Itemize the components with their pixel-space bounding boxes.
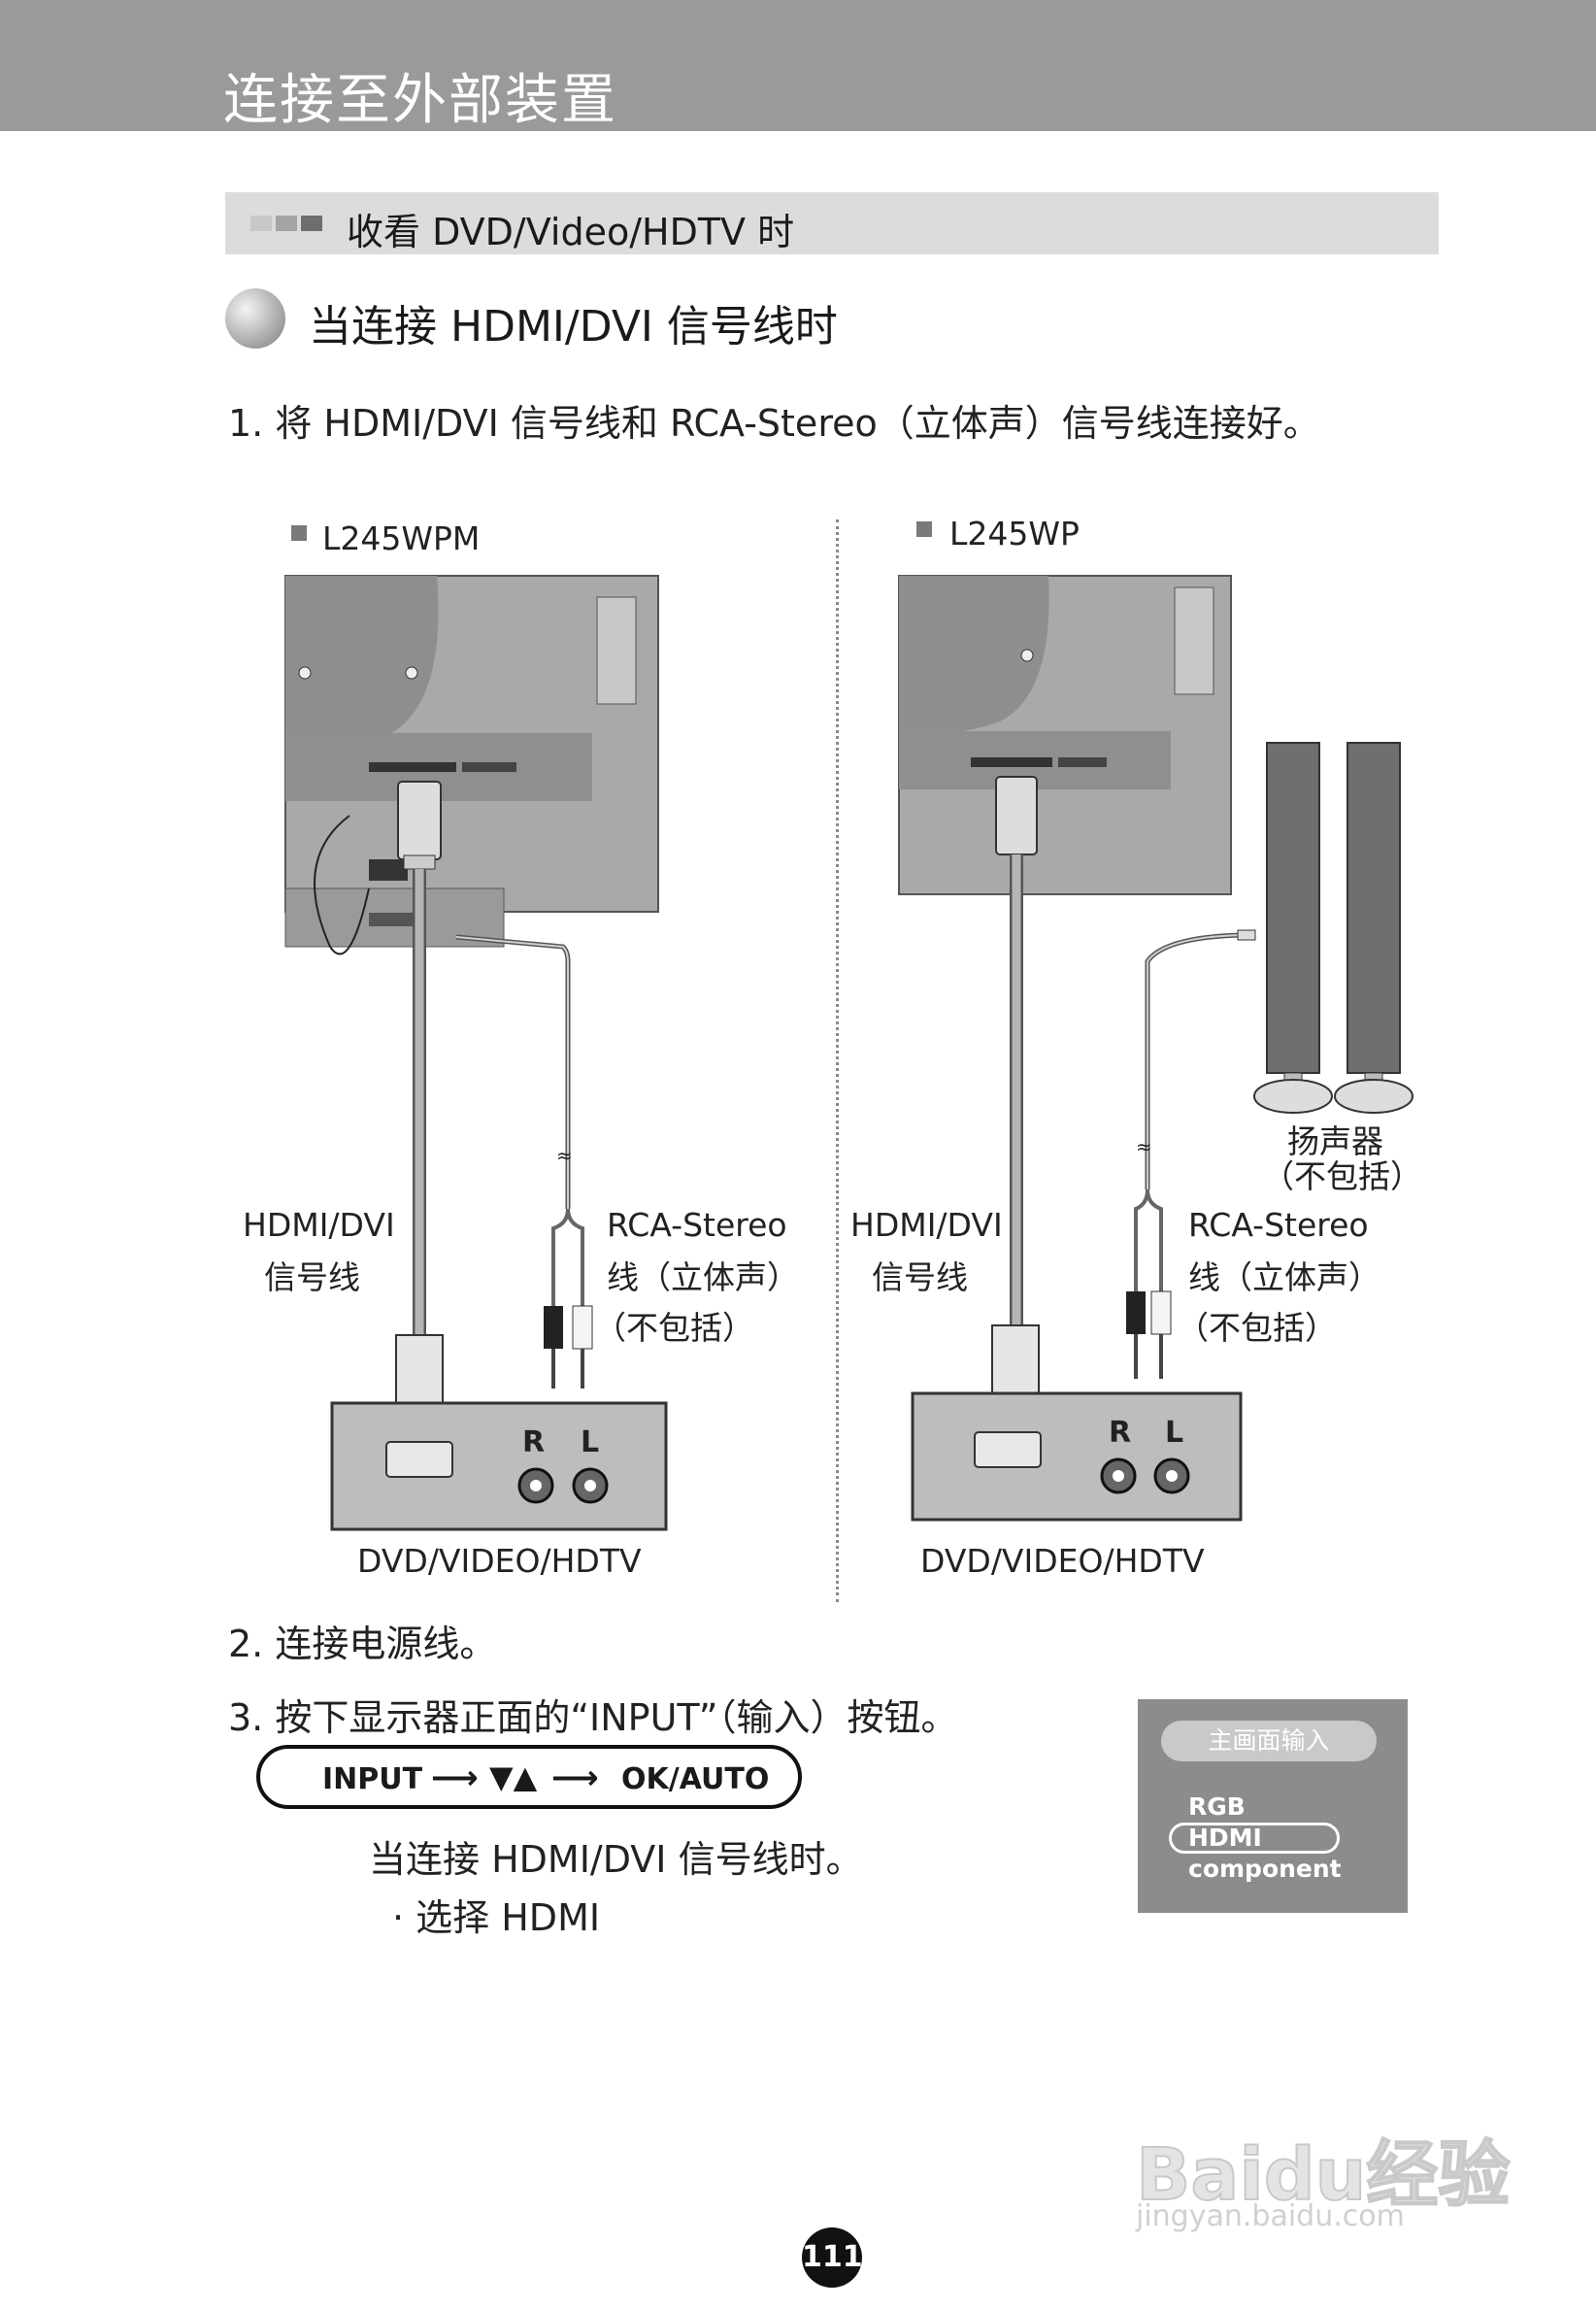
bar-square-icon bbox=[250, 216, 272, 231]
osd-menu-item-component[interactable]: component bbox=[1188, 1855, 1342, 1883]
bar-square-icon bbox=[276, 216, 297, 231]
arrow-right-icon: ⟶ bbox=[551, 1758, 599, 1797]
step-3: 3. 按下显示器正面的“INPUT”（输入）按钮。 bbox=[228, 1696, 958, 1739]
right-jack-r-label: R bbox=[1109, 1416, 1132, 1450]
right-rca-label: RCA-Stereo bbox=[1188, 1206, 1369, 1244]
page-number: 111 bbox=[802, 2227, 863, 2288]
svg-text:≈: ≈ bbox=[1136, 1135, 1152, 1158]
input-key-label: INPUT bbox=[322, 1762, 423, 1796]
left-cable-label-2: 信号线 bbox=[264, 1258, 360, 1296]
right-rca-label-3: （不包括） bbox=[1177, 1309, 1337, 1347]
speaker-label: 扬声器 bbox=[1287, 1122, 1383, 1160]
speaker-label-2: （不包括） bbox=[1262, 1157, 1422, 1195]
baidu-watermark-url: jingyan.baidu.com bbox=[1136, 2199, 1405, 2233]
note-line-2: · 选择 HDMI bbox=[392, 1896, 601, 1939]
right-cable-label-2: 信号线 bbox=[872, 1258, 968, 1296]
model-square-icon bbox=[916, 521, 932, 537]
ok-auto-key-label: OK/AUTO bbox=[621, 1762, 770, 1796]
diagram-divider bbox=[836, 519, 839, 1602]
osd-selection-outline bbox=[1169, 1823, 1340, 1854]
right-connection-diagram: ≈ bbox=[898, 575, 1413, 1522]
right-jack-l-label: L bbox=[1165, 1416, 1184, 1450]
model-square-icon bbox=[291, 525, 307, 541]
left-jack-r-label: R bbox=[522, 1425, 546, 1459]
down-up-arrows-icon: ▼▲ bbox=[489, 1758, 538, 1795]
model-label-right: L245WP bbox=[949, 515, 1080, 552]
arrow-right-icon: ⟶ bbox=[431, 1758, 479, 1797]
bullet-ball-icon bbox=[225, 288, 285, 349]
left-cable-label: HDMI/DVI bbox=[243, 1206, 395, 1244]
header-bar bbox=[0, 0, 1596, 131]
subsection-title: 收看 DVD/Video/HDTV 时 bbox=[347, 211, 795, 253]
bar-square-icon bbox=[301, 216, 322, 231]
right-rca-label-2: 线（立体声） bbox=[1188, 1258, 1380, 1296]
model-label-left: L245WPM bbox=[322, 519, 481, 557]
section-title: 当连接 HDMI/DVI 信号线时 bbox=[309, 302, 838, 352]
osd-menu-item-hdmi[interactable]: HDMI bbox=[1188, 1824, 1262, 1852]
right-device-label: DVD/VIDEO/HDTV bbox=[920, 1542, 1205, 1580]
step-1: 1. 将 HDMI/DVI 信号线和 RCA-Stereo（立体声）信号线连接好… bbox=[228, 402, 1320, 445]
left-device-label: DVD/VIDEO/HDTV bbox=[357, 1542, 642, 1580]
osd-menu-title: 主画面输入 bbox=[1161, 1721, 1377, 1761]
left-jack-l-label: L bbox=[581, 1425, 600, 1459]
step-2: 2. 连接电源线。 bbox=[228, 1623, 497, 1665]
svg-text:≈: ≈ bbox=[556, 1144, 573, 1167]
left-rca-label-3: （不包括） bbox=[594, 1309, 754, 1347]
right-cable-label: HDMI/DVI bbox=[850, 1206, 1003, 1244]
baidu-watermark-logo: Baidu经验 bbox=[1135, 2132, 1511, 2218]
subsection-bar bbox=[225, 192, 1439, 254]
note-line-1: 当连接 HDMI/DVI 信号线时。 bbox=[369, 1838, 863, 1881]
page-title: 连接至外部装置 bbox=[223, 69, 617, 132]
left-rca-label-2: 线（立体声） bbox=[607, 1258, 799, 1296]
input-sequence-pill: INPUT ⟶ ▼▲ ⟶ OK/AUTO bbox=[256, 1745, 802, 1809]
left-rca-label: RCA-Stereo bbox=[607, 1206, 787, 1244]
osd-menu-item-rgb[interactable]: RGB bbox=[1188, 1792, 1246, 1821]
left-connection-diagram: ≈ bbox=[284, 575, 668, 1531]
